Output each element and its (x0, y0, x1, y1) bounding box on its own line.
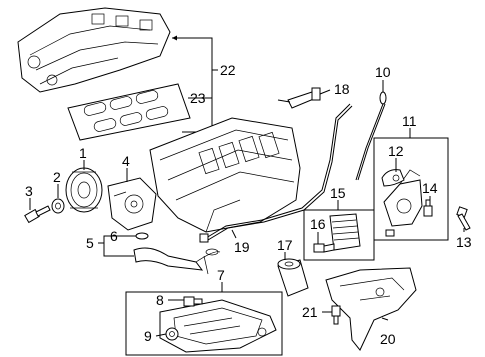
callout-11: 11 (402, 113, 417, 129)
adapter-gasket (381, 169, 405, 187)
oil-pan-bolt (183, 296, 203, 307)
callout-13: 13 (456, 234, 472, 250)
dipstick (355, 91, 387, 181)
crankshaft-pulley (65, 167, 103, 213)
pulley-bolt (24, 205, 51, 224)
intake-manifold (17, 7, 171, 93)
drain-plug (165, 327, 179, 341)
callout-19: 19 (234, 239, 250, 255)
intake-gasket-set (67, 83, 191, 141)
callout-2: 2 (53, 169, 61, 185)
callout-20: 20 (380, 331, 396, 347)
callout-14: 14 (422, 180, 438, 196)
oil-filter (277, 258, 309, 297)
callout-lines-5 (98, 235, 134, 257)
oil-filter-adapter-group (373, 137, 449, 241)
callout-8: 8 (156, 292, 164, 308)
leader-lines (29, 80, 465, 337)
oil-sensor (277, 87, 321, 109)
callout-23: 23 (190, 90, 206, 106)
washer (51, 198, 65, 214)
callout-12: 12 (388, 143, 404, 159)
shield-bolt (331, 305, 341, 325)
adapter-bolt (456, 206, 471, 231)
engine-block (149, 117, 301, 233)
callout-9: 9 (144, 328, 152, 344)
callout-10: 10 (375, 64, 391, 80)
callout-16: 16 (310, 216, 326, 232)
callout-6: 6 (110, 228, 118, 244)
splash-shield (325, 267, 417, 351)
callout-7: 7 (217, 267, 225, 283)
callout-22: 22 (220, 62, 236, 78)
callout-4: 4 (122, 153, 130, 169)
sensor-harness (199, 103, 353, 243)
callout-1: 1 (79, 145, 87, 161)
callout-15: 15 (330, 185, 346, 201)
o-ring (135, 232, 149, 240)
oil-pickup-tube (133, 247, 221, 275)
callout-21: 21 (302, 304, 318, 320)
callout-5: 5 (86, 235, 94, 251)
callout-numbers: 1 2 3 4 5 6 7 8 9 10 11 12 13 14 15 16 1… (25, 62, 472, 347)
oil-pump (107, 177, 157, 231)
pressure-sensor (423, 199, 433, 217)
oil-pan-group (125, 291, 283, 356)
oil-cooler-group (303, 209, 375, 261)
callout-18: 18 (334, 81, 350, 97)
callout-17: 17 (277, 237, 293, 253)
callout-3: 3 (25, 183, 33, 199)
